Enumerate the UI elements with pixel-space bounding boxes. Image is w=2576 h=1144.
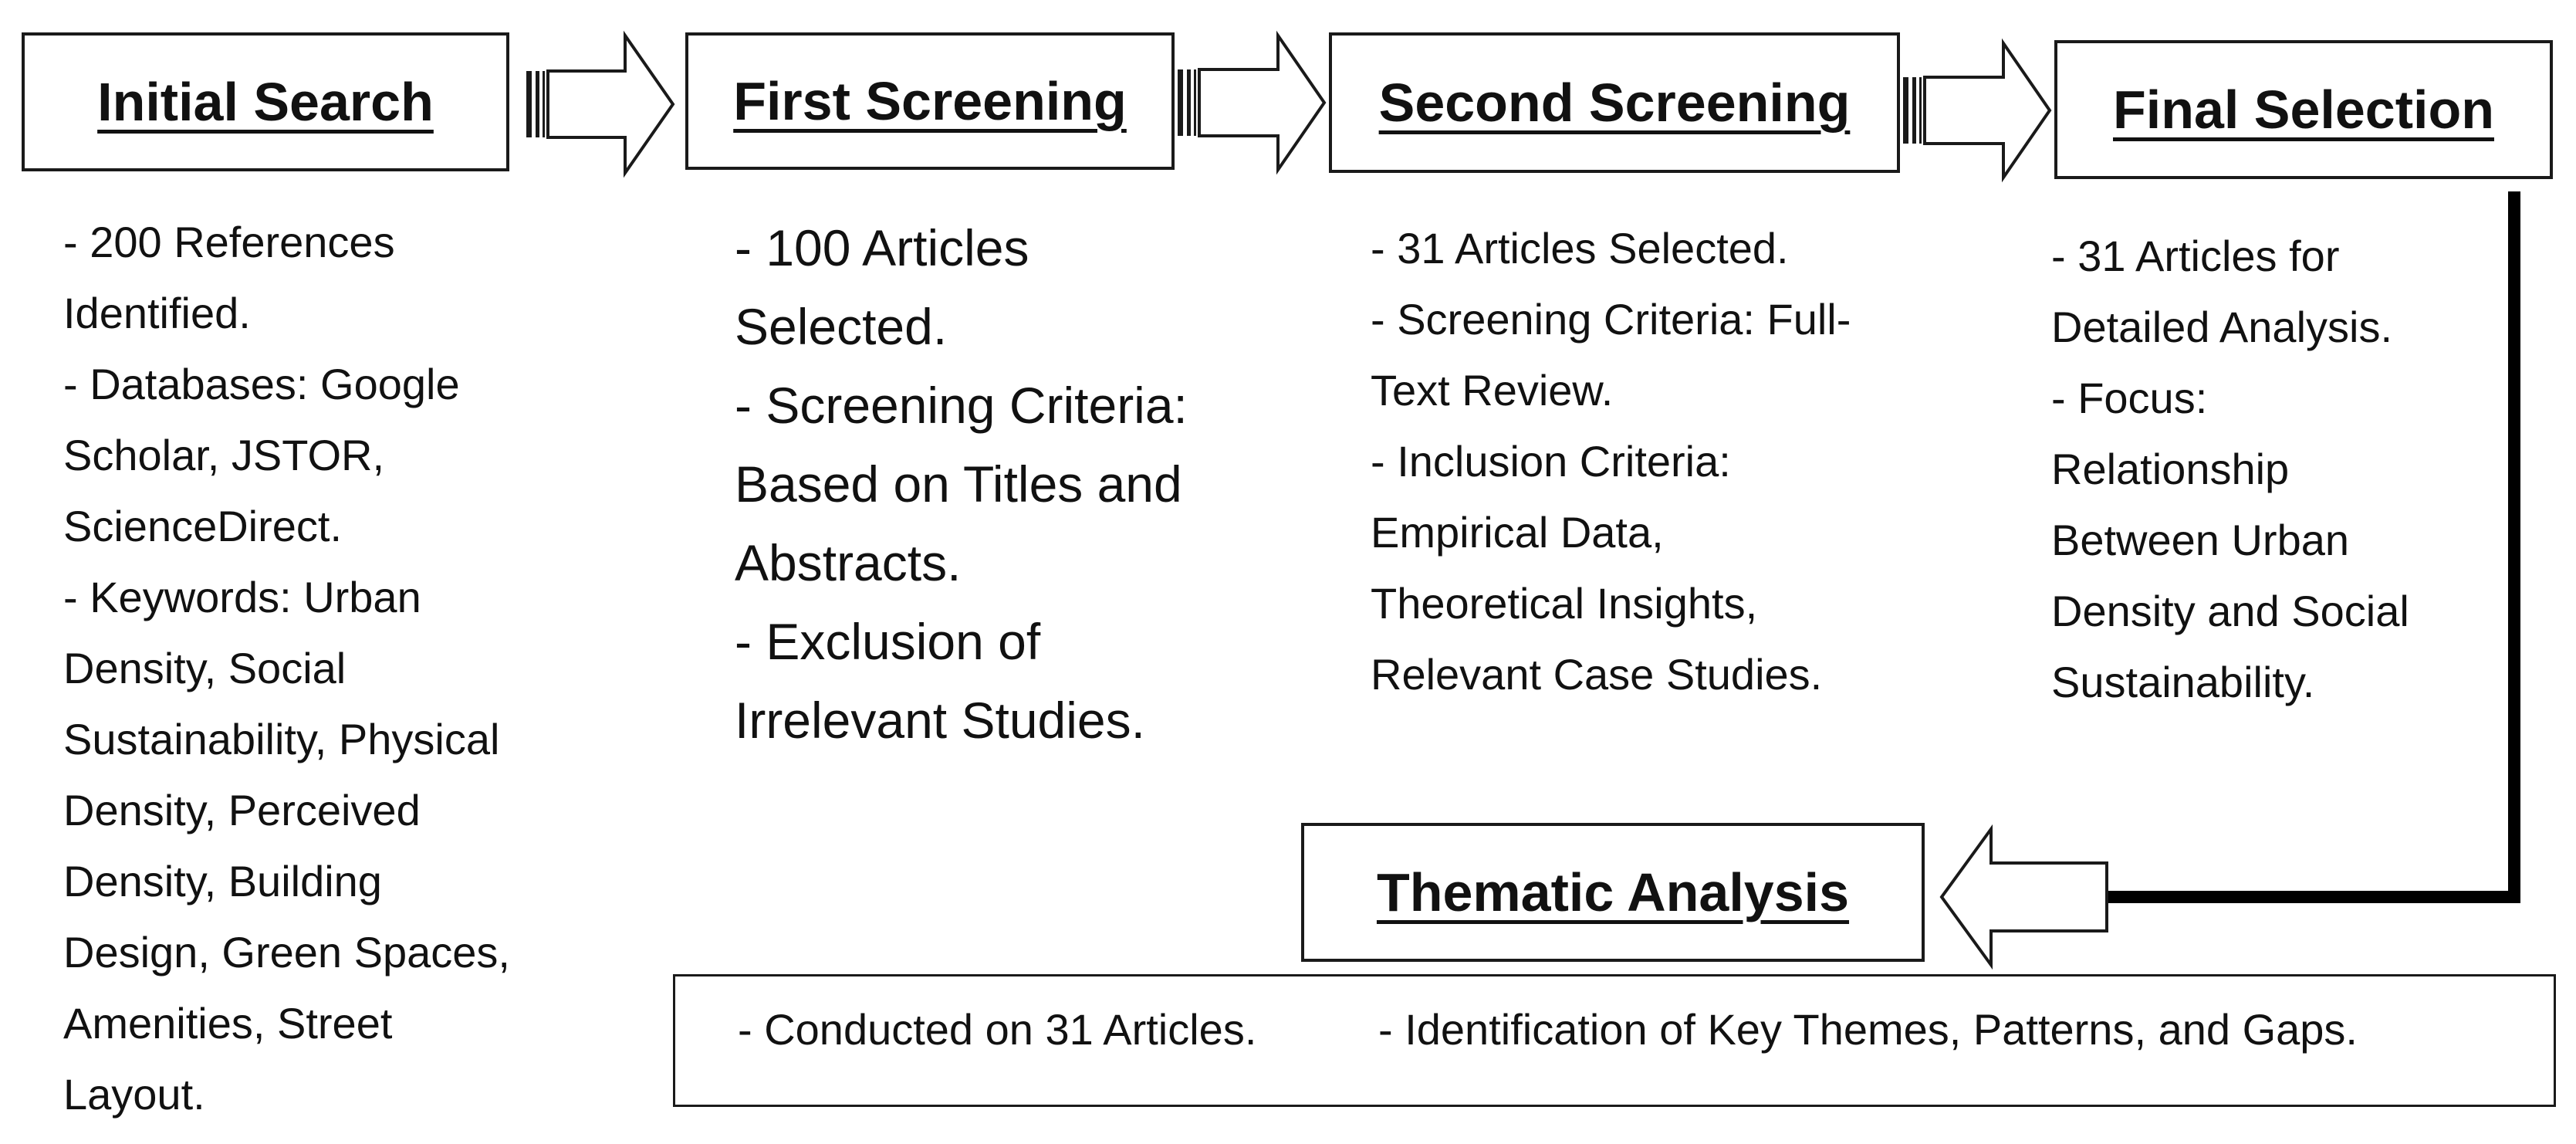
thematic-analysis-item-1: - Conducted on 31 Articles. — [738, 1005, 1257, 1054]
first-screening-title: First Screening — [733, 71, 1127, 131]
detail-line: Relevant Case Studies. — [1371, 650, 1823, 699]
detail-line: - Databases: Google — [63, 360, 460, 408]
thematic-analysis-box: Thematic Analysis — [1301, 823, 1925, 962]
thematic-analysis-item-2: - Identification of Key Themes, Patterns… — [1378, 1005, 2358, 1054]
detail-line: Design, Green Spaces, — [63, 928, 510, 976]
initial-search-box: Initial Search — [22, 32, 509, 171]
first-screening-details: - 100 Articles Selected. - Screening Cri… — [735, 208, 1188, 760]
detail-line: Sustainability, Physical — [63, 715, 500, 763]
detail-line: - Exclusion of — [735, 613, 1041, 670]
detail-line: Density, Social — [63, 644, 347, 692]
detail-line: - 31 Articles Selected. — [1371, 224, 1789, 272]
detail-line: Scholar, JSTOR, — [63, 431, 385, 479]
arrow-into-thematic — [1939, 824, 2108, 970]
final-selection-details: - 31 Articles for Detailed Analysis. - F… — [2051, 221, 2409, 718]
detail-line: Amenities, Street — [63, 999, 393, 1048]
detail-line: - 100 Articles — [735, 219, 1029, 276]
second-screening-details: - 31 Articles Selected. - Screening Crit… — [1371, 213, 1851, 710]
thematic-analysis-details-box — [673, 974, 2556, 1107]
first-screening-box: First Screening — [685, 32, 1175, 170]
detail-line: Detailed Analysis. — [2051, 303, 2393, 351]
final-selection-box: Final Selection — [2054, 40, 2553, 179]
arrow-second-to-final — [1903, 38, 2052, 183]
detail-line: - Focus: — [2051, 374, 2208, 422]
detail-line: - Inclusion Criteria: — [1371, 437, 1731, 486]
connector-final-to-thematic — [2107, 191, 2520, 903]
second-screening-title: Second Screening — [1378, 73, 1851, 133]
initial-search-details: - 200 References Identified. - Databases… — [63, 207, 510, 1130]
detail-line: Theoretical Insights, — [1371, 579, 1758, 628]
second-screening-box: Second Screening — [1329, 32, 1900, 173]
detail-line: Abstracts. — [735, 534, 962, 591]
initial-search-title: Initial Search — [97, 72, 434, 132]
detail-line: Identified. — [63, 289, 251, 337]
detail-line: ScienceDirect. — [63, 502, 343, 550]
final-selection-title: Final Selection — [2113, 80, 2494, 140]
thematic-analysis-title: Thematic Analysis — [1376, 862, 1850, 922]
detail-line: - 31 Articles for — [2051, 232, 2340, 280]
detail-line: Between Urban — [2051, 516, 2350, 564]
detail-line: Text Review. — [1371, 366, 1614, 415]
detail-line: - Keywords: Urban — [63, 573, 421, 621]
detail-line: Density, Perceived — [63, 786, 421, 834]
detail-line: - Screening Criteria: Full- — [1371, 295, 1851, 344]
detail-line: Empirical Data, — [1371, 508, 1664, 557]
detail-line: Selected. — [735, 298, 948, 355]
detail-line: - 200 References — [63, 218, 395, 266]
detail-line: Sustainability. — [2051, 658, 2315, 706]
detail-line: Relationship — [2051, 445, 2290, 493]
arrow-initial-to-first — [526, 30, 675, 178]
detail-line: - Screening Criteria: — [735, 377, 1188, 434]
detail-line: Density, Building — [63, 857, 382, 905]
detail-line: Based on Titles and — [735, 455, 1182, 513]
detail-line: Density and Social — [2051, 587, 2409, 635]
arrow-first-to-second — [1178, 30, 1327, 175]
detail-line: Irrelevant Studies. — [735, 692, 1145, 749]
detail-line: Layout. — [63, 1070, 205, 1119]
